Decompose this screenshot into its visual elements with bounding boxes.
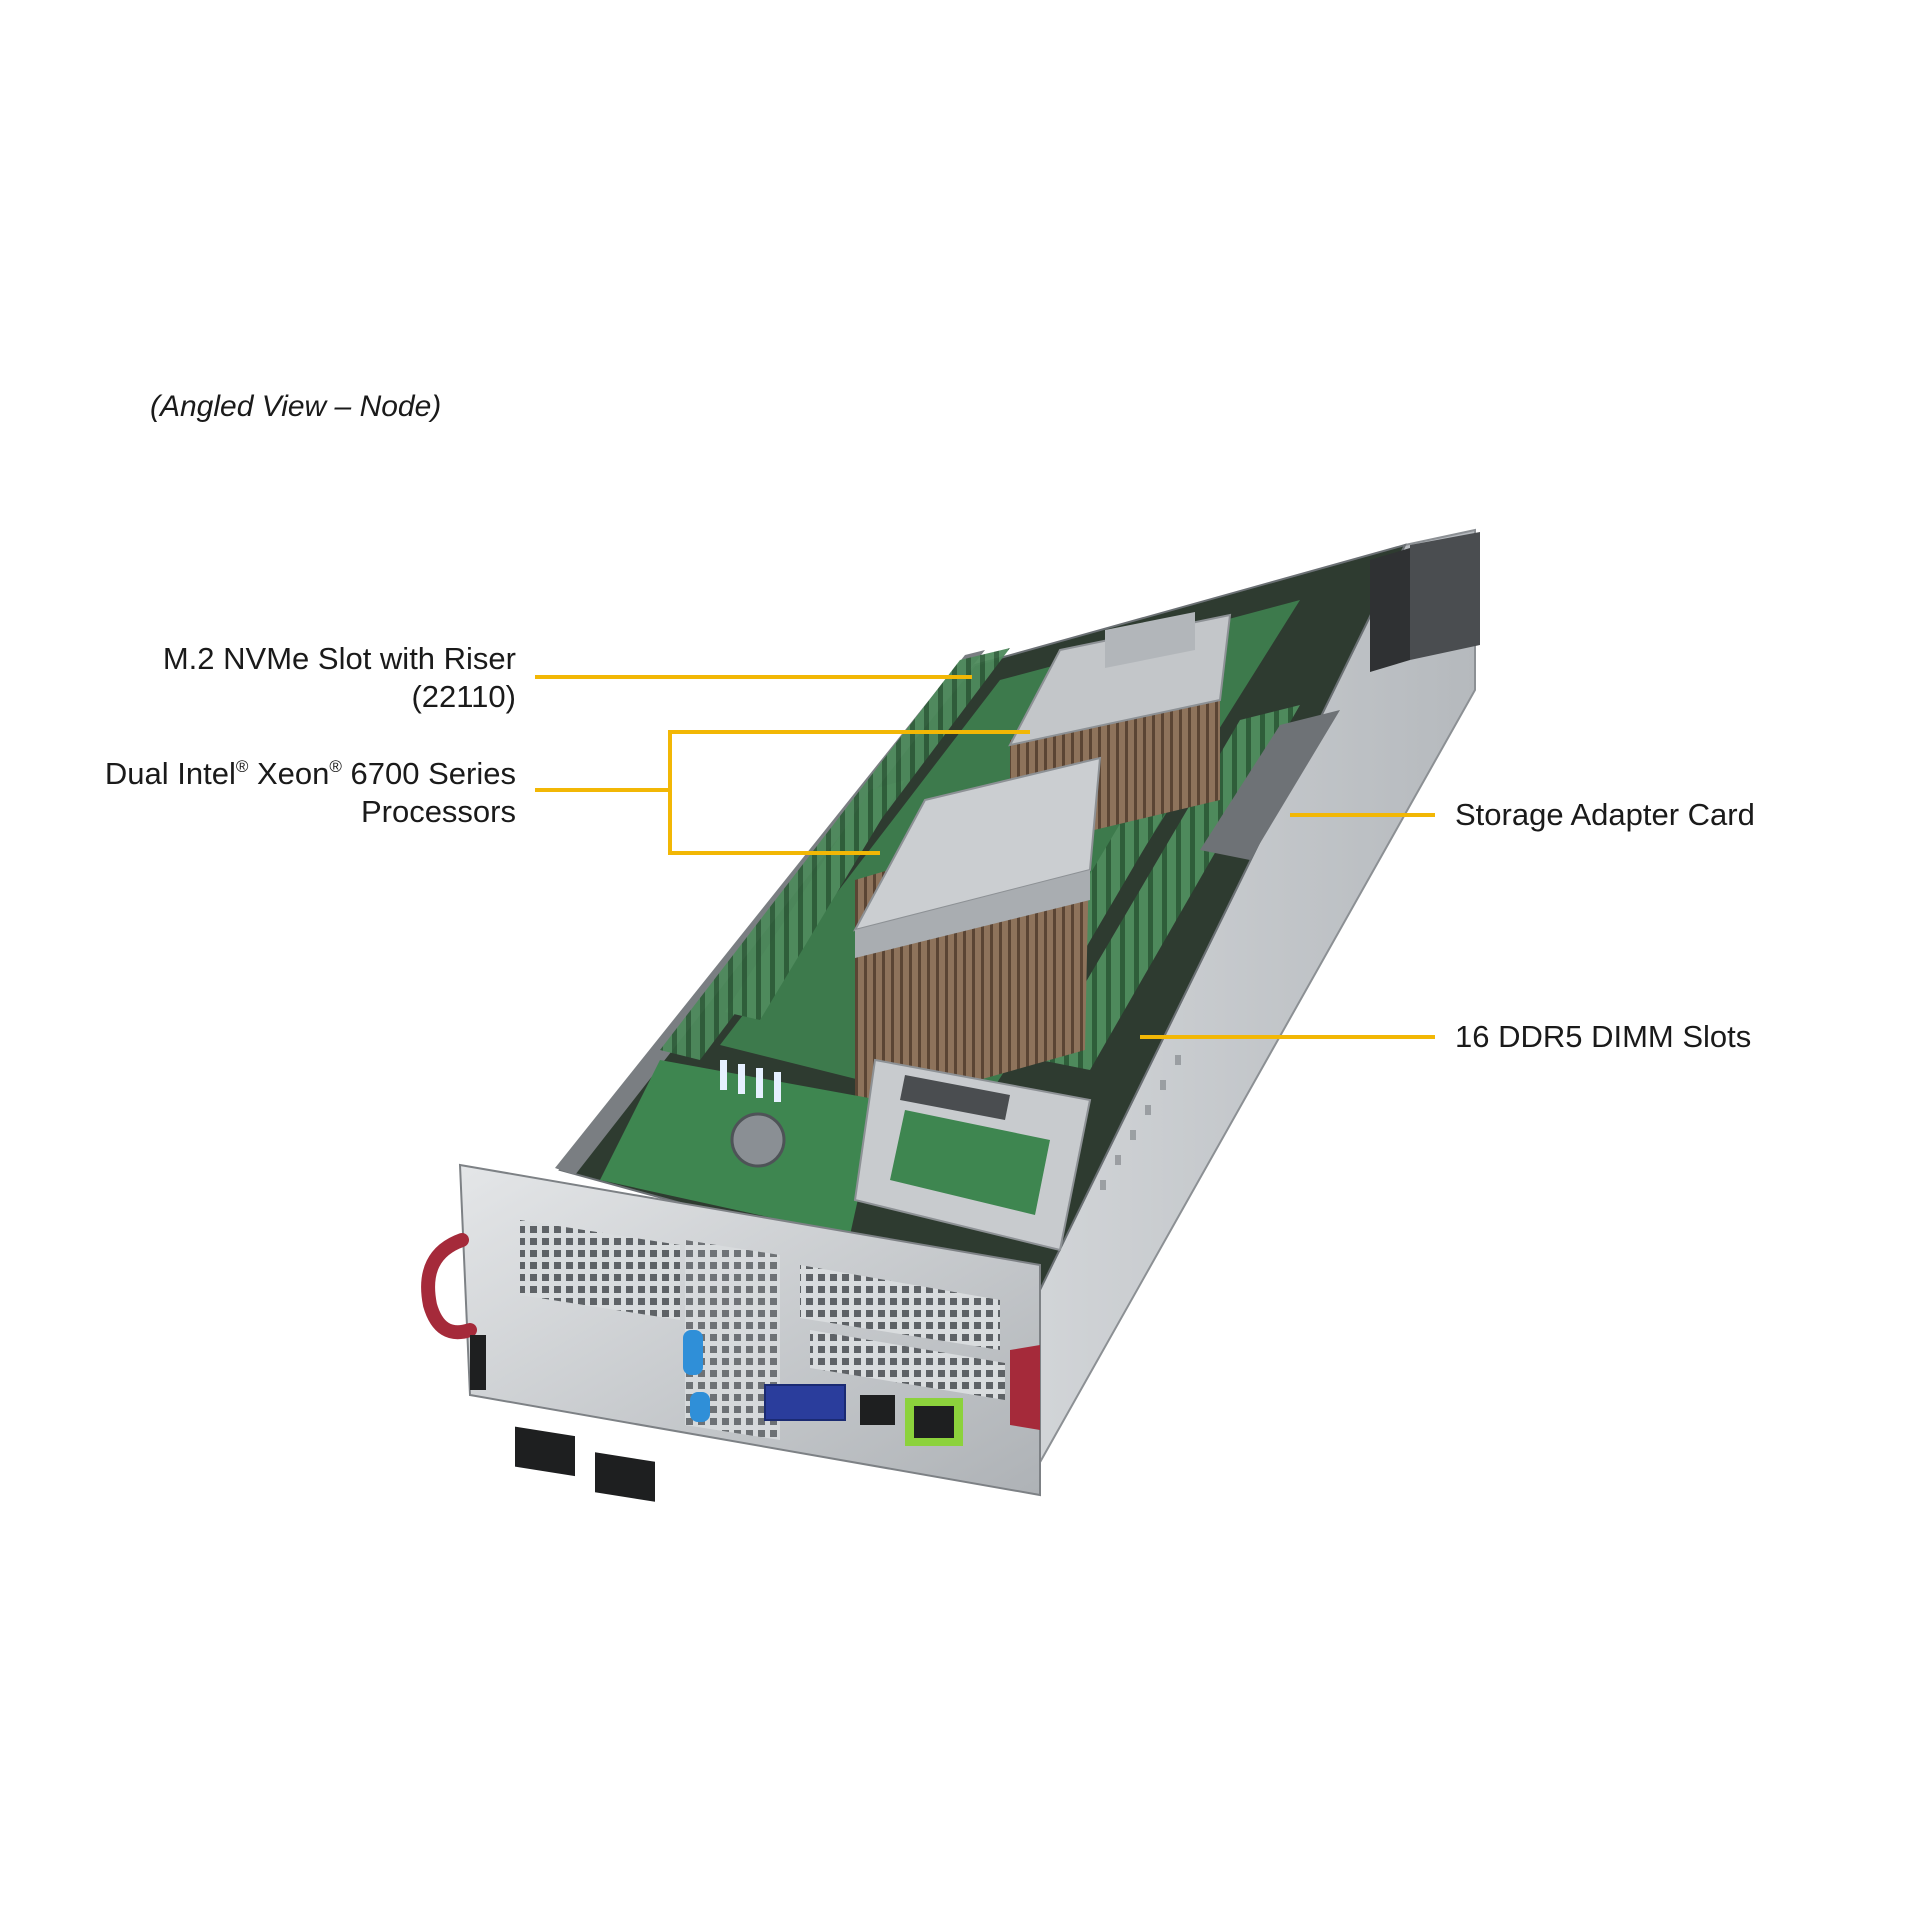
label-cpu-line1: Dual Intel® Xeon® 6700 Series [104, 756, 516, 791]
latch [470, 1335, 486, 1390]
label-dimm-slots: 16 DDR5 DIMM Slots [1455, 1019, 1752, 1054]
label-storage-adapter: Storage Adapter Card [1455, 797, 1755, 832]
figure-caption: (Angled View – Node) [150, 390, 442, 423]
label-cpu-line2: Processors [360, 794, 516, 829]
riser-cage [853, 1058, 1092, 1252]
right-handle [1010, 1345, 1040, 1430]
front-panel [458, 1163, 1041, 1502]
front-board [600, 1060, 880, 1235]
leader-cpu-bracket [668, 730, 1030, 855]
cpu-heatsink-2 [853, 756, 1102, 1115]
label-m2-nvme: M.2 NVMe Slot with Riser (22110) [163, 640, 516, 716]
label-m2-line1: M.2 NVMe Slot with Riser [162, 641, 516, 676]
label-cpu: Dual Intel® Xeon® 6700 Series Processors [105, 755, 516, 831]
rear-module [1370, 532, 1480, 672]
label-m2-line2: (22110) [411, 679, 516, 714]
left-handle [421, 1233, 477, 1340]
callout-lines [535, 675, 1435, 1039]
